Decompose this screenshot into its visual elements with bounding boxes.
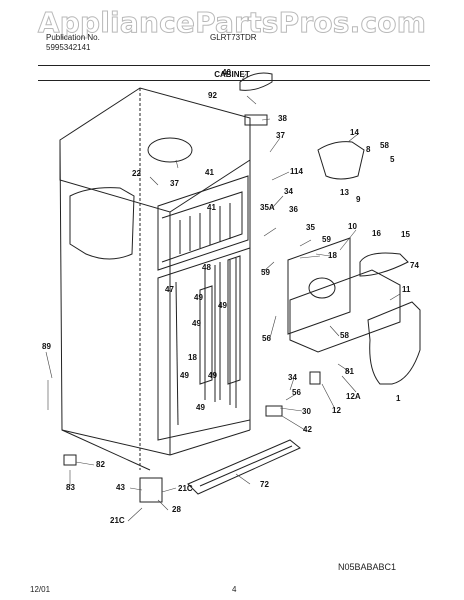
part-label: 37 — [276, 131, 285, 140]
part-label: 11 — [402, 285, 411, 294]
part-label: 49 — [180, 371, 189, 380]
part-label: 59 — [322, 235, 331, 244]
part-label: 34 — [284, 187, 293, 196]
part-label: 5 — [390, 155, 395, 164]
part-40 — [239, 72, 273, 91]
part-label: 89 — [42, 342, 51, 351]
part-label: 56 — [262, 334, 271, 343]
air-duct-panel — [287, 237, 351, 335]
part-label: 40 — [222, 68, 231, 77]
part-label: 49 — [196, 403, 205, 412]
part-label: 22 — [132, 169, 141, 178]
part-label: 49 — [194, 293, 203, 302]
part-label: 48 — [202, 263, 211, 272]
shelf-rail-left — [199, 285, 213, 385]
part-label: 35 — [306, 223, 315, 232]
part-label: 28 — [172, 505, 181, 514]
publication-number: 5995342141 — [46, 43, 91, 52]
part-label: 15 — [401, 230, 410, 239]
part-label: 83 — [66, 483, 75, 492]
part-label: 30 — [302, 407, 311, 416]
part-label: 36 — [289, 205, 298, 214]
part-label: 18 — [188, 353, 197, 362]
part-label: 114 — [290, 167, 303, 176]
part-label: 58 — [380, 141, 389, 150]
top-cap — [147, 137, 193, 163]
cabinet-top-panel — [59, 87, 251, 213]
part-label: 41 — [207, 203, 216, 212]
part-label: 10 — [348, 222, 357, 231]
fresh-food-liner — [157, 247, 251, 441]
section-title: CABINET — [214, 70, 250, 79]
part-label: 12A — [346, 392, 361, 401]
header-rule-top — [38, 65, 430, 66]
part-label: 35A — [260, 203, 275, 212]
cabinet-left-side — [59, 139, 151, 471]
footer-date: 12/01 — [30, 585, 51, 594]
header-rule-bottom — [38, 80, 430, 81]
model-number: GLRT73TDR — [210, 33, 257, 42]
part-label: 49 — [192, 319, 201, 328]
part-label: 8 — [366, 145, 371, 154]
part-14 — [317, 141, 365, 180]
part-label: 82 — [96, 460, 105, 469]
part-label: 49 — [218, 301, 227, 310]
part-label: 74 — [410, 261, 419, 270]
part-label: 72 — [260, 480, 269, 489]
evaporator-cover — [289, 269, 401, 353]
part-label: 58 — [340, 331, 349, 340]
diagram-code: N05BABABC1 — [338, 562, 397, 572]
part-label: 18 — [328, 251, 337, 260]
part-label: 43 — [116, 483, 125, 492]
part-label: 49 — [208, 371, 217, 380]
part-label: 1 — [396, 394, 401, 403]
part-1 — [367, 301, 421, 385]
freezer-liner — [157, 175, 249, 271]
part-label: 13 — [340, 188, 349, 197]
part-label: 16 — [372, 229, 381, 238]
part-label: 81 — [345, 367, 354, 376]
part-label: 42 — [303, 425, 312, 434]
part-74 — [359, 252, 409, 277]
base-grille — [187, 439, 301, 495]
part-label: 12 — [332, 406, 341, 415]
part-label: 41 — [205, 168, 214, 177]
hinge-cover — [69, 187, 135, 260]
part-label: 34 — [288, 373, 297, 382]
publication-label: Publication No. — [46, 33, 100, 42]
part-label: 59 — [261, 268, 270, 277]
part-label: 14 — [350, 128, 359, 137]
part-label: 47 — [165, 285, 174, 294]
part-label: 9 — [356, 195, 361, 204]
part-label: 92 — [208, 91, 217, 100]
watermark: AppliancePartsPros.com — [37, 6, 427, 40]
part-label: 38 — [278, 114, 287, 123]
part-label: 21C — [178, 484, 193, 493]
front-leveler-bracket — [139, 477, 163, 503]
footer-page: 4 — [232, 585, 237, 594]
part-label: 21C — [110, 516, 125, 525]
shelf-rail-right — [227, 255, 241, 385]
part-label: 37 — [170, 179, 179, 188]
part-label: 56 — [292, 388, 301, 397]
